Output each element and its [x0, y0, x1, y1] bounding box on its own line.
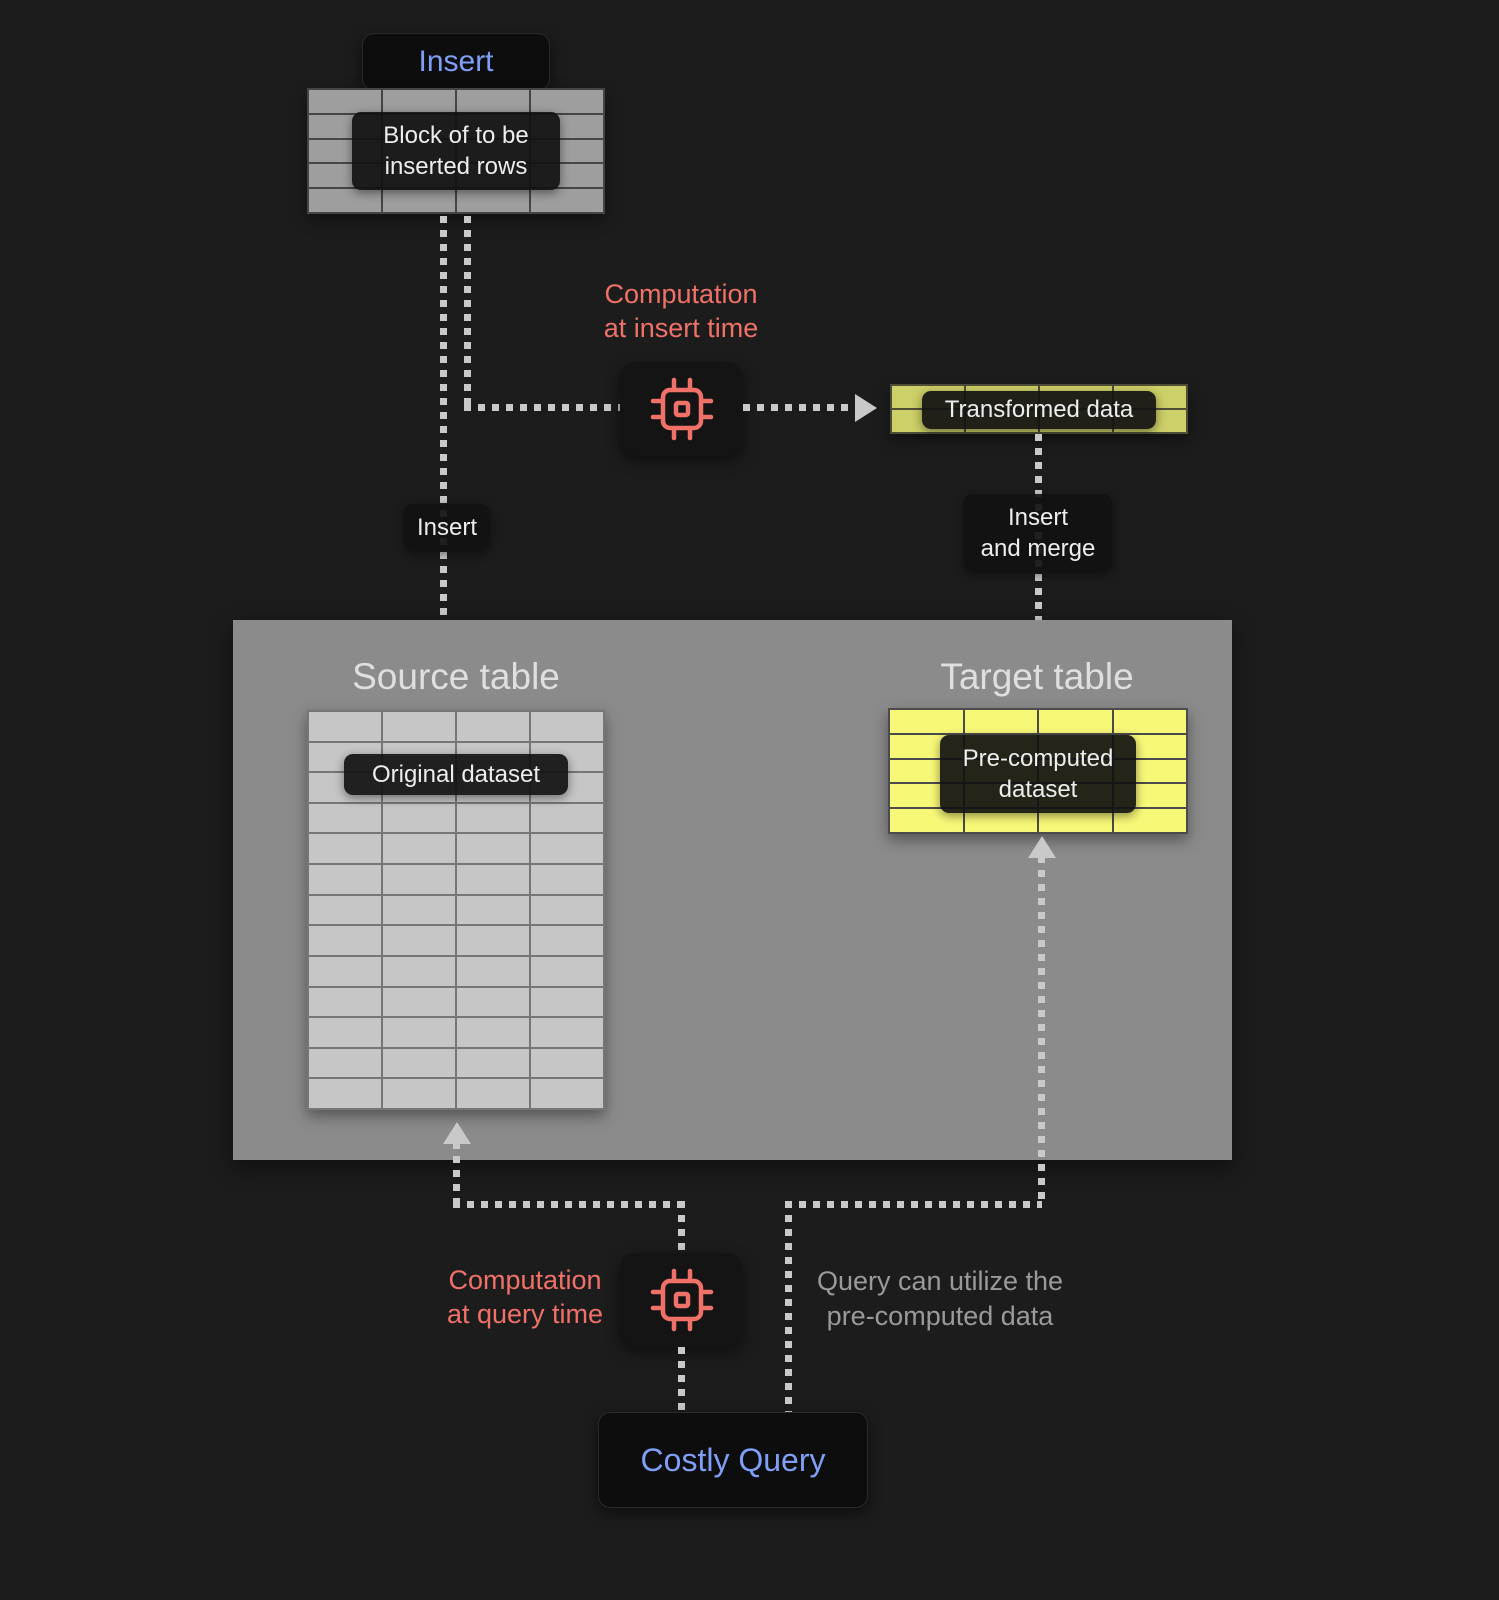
insert-block-label: Block of to be inserted rows [352, 112, 560, 191]
insert-edge-label: Insert [404, 504, 490, 552]
edge-to-transformed-line [743, 404, 855, 411]
insert-node-label: Insert [418, 45, 494, 78]
computation-insert-node [620, 362, 743, 456]
query-branch-line-vertical [785, 1201, 792, 1412]
transformed-data-label: Transformed data [922, 391, 1156, 429]
computation-query-caption: Computation at query time [446, 1265, 604, 1329]
source-table-title: Source table [352, 656, 560, 697]
original-dataset-label: Original dataset [344, 754, 568, 796]
query-to-target-line [1038, 856, 1045, 1203]
edge-to-computation-line-vertical [464, 216, 471, 411]
insert-merge-edge-label: Insert and merge [964, 494, 1112, 573]
source-table-grid [307, 710, 605, 1110]
query-to-source-line-horizontal [453, 1201, 685, 1208]
query-to-source-line-vertical [453, 1142, 460, 1208]
cpu-icon [650, 377, 713, 441]
arrow-up-icon [443, 1122, 471, 1144]
cpu-icon [650, 1268, 713, 1332]
query-branch-line-horizontal [785, 1201, 1042, 1208]
costly-query-label: Costly Query [640, 1441, 826, 1478]
target-table-title: Target table [940, 656, 1134, 697]
chip-to-query-line [678, 1347, 685, 1412]
computation-query-node [620, 1253, 743, 1347]
arrow-right-icon [855, 394, 877, 422]
arrow-up-icon [1028, 836, 1056, 858]
precomputed-dataset-label: Pre-computed dataset [940, 735, 1136, 814]
edge-insert-line [440, 216, 447, 622]
edge-to-computation-line-horizontal [464, 404, 620, 411]
query-note-text: Query can utilize the pre-computed data [816, 1266, 1064, 1332]
query-to-chip-line [678, 1201, 685, 1253]
computation-insert-caption: Computation at insert time [603, 279, 759, 343]
costly-query-node: Costly Query [598, 1412, 868, 1508]
insert-node: Insert [362, 33, 550, 91]
